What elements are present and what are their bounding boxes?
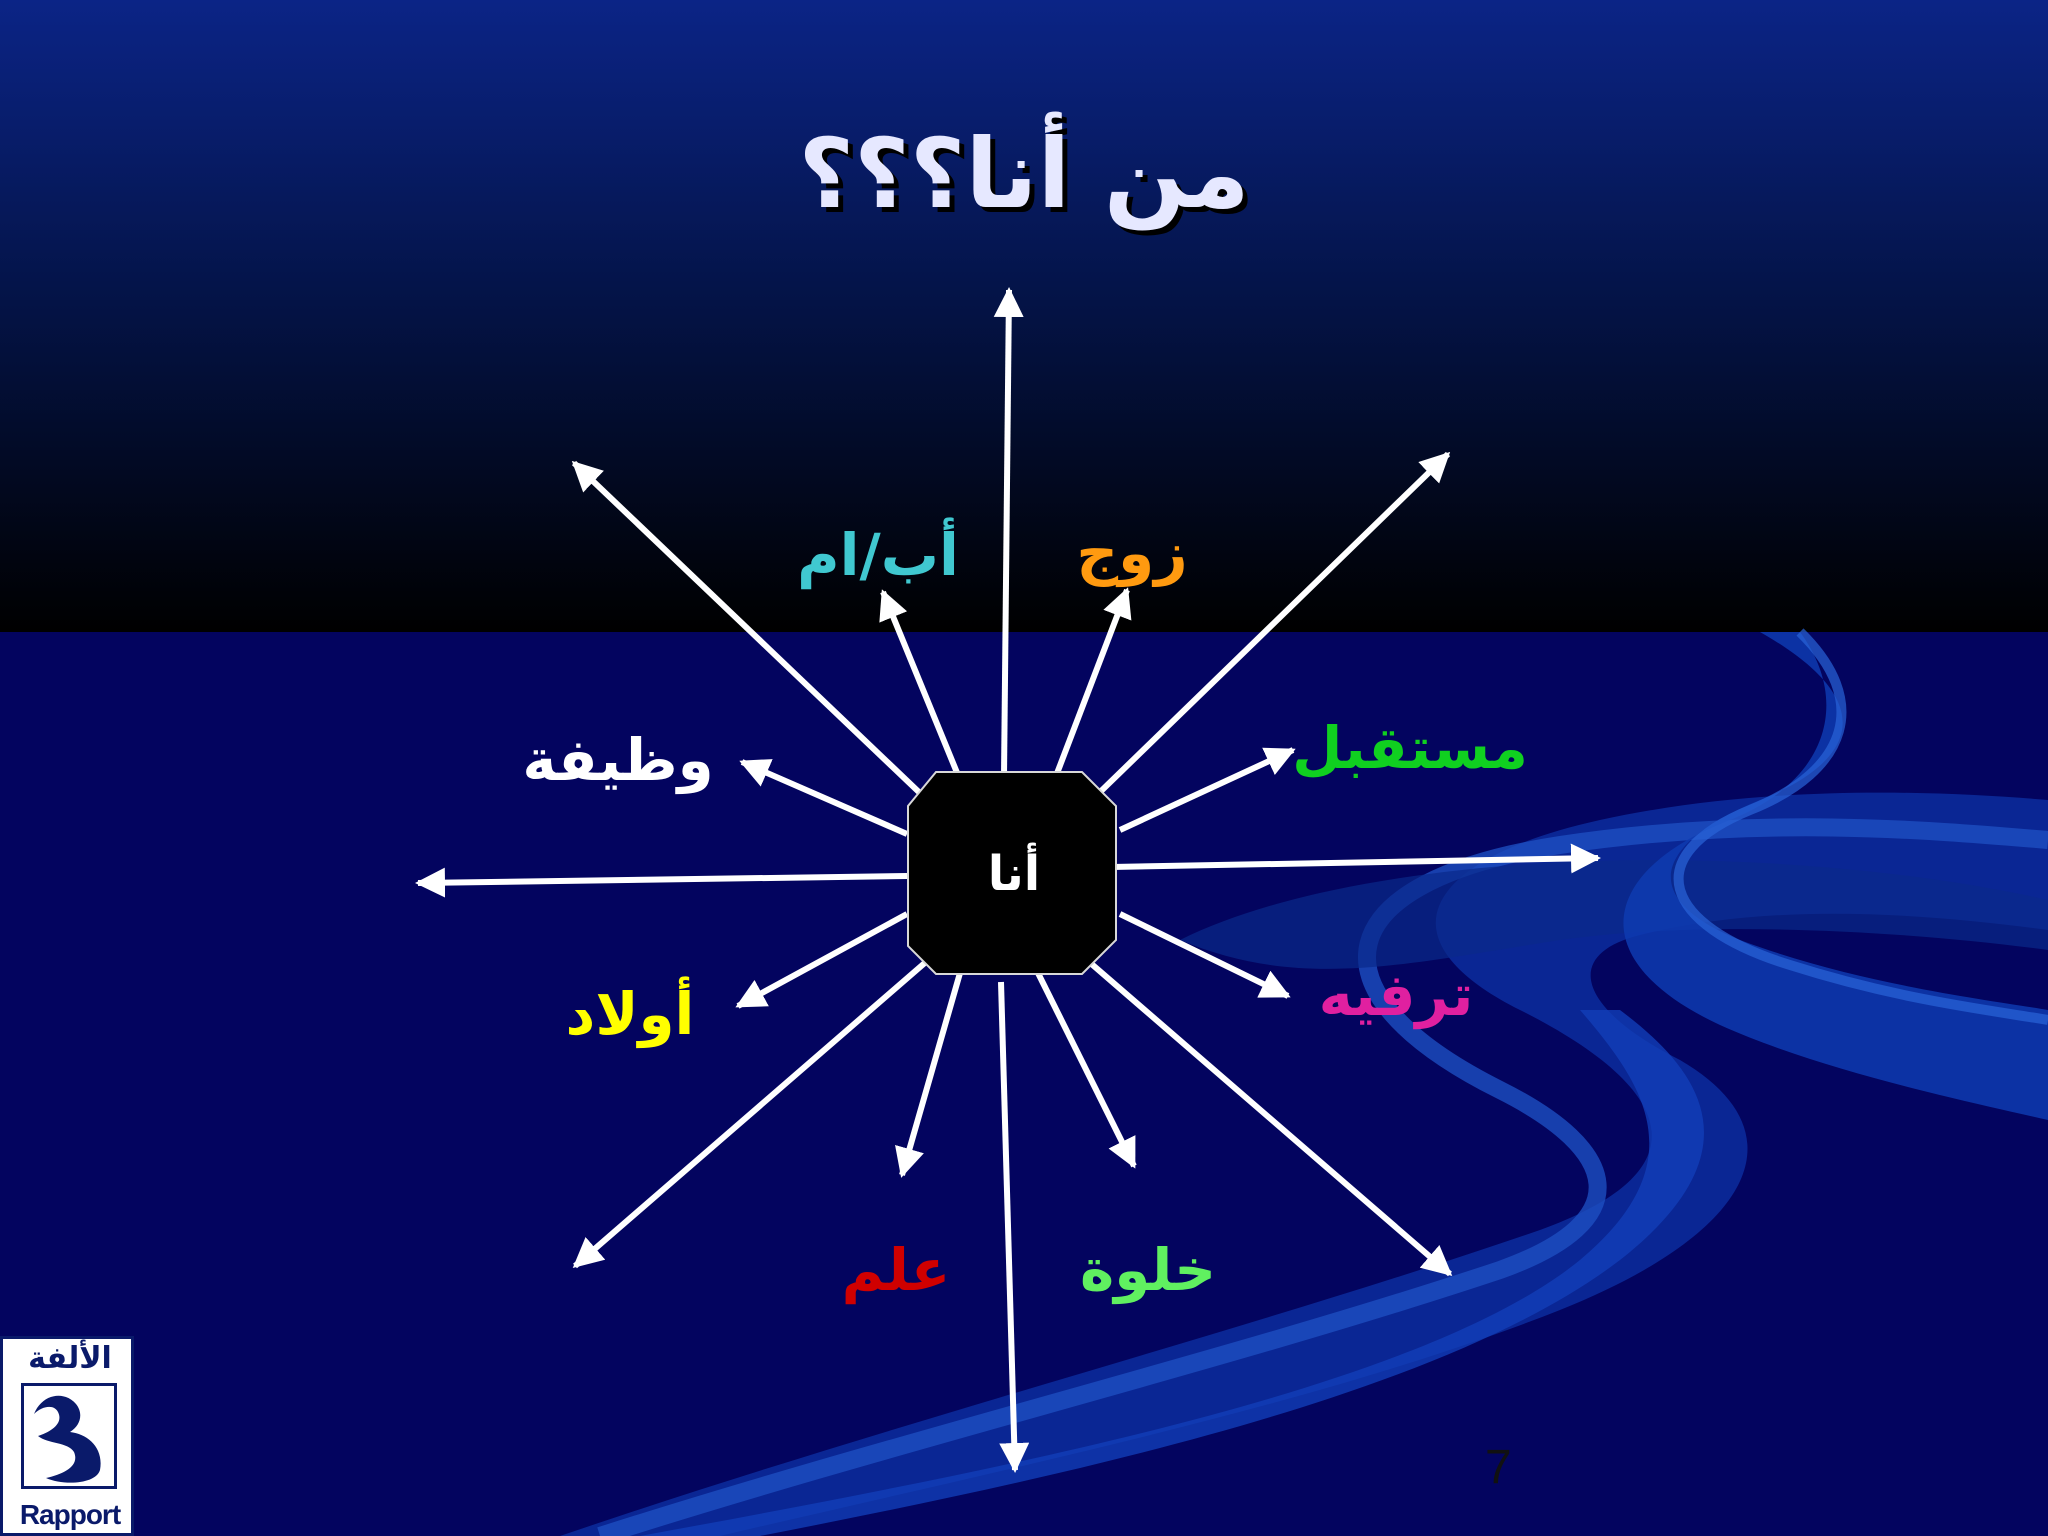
logo-emblem <box>21 1383 117 1489</box>
arrow-to-job <box>739 759 909 837</box>
label-job: وظيفة <box>522 726 714 794</box>
label-entertainment: ترفيه <box>1318 961 1474 1029</box>
slide-title: من أنا؟؟؟ <box>798 118 1250 230</box>
arrow-to-solitude <box>1035 971 1137 1169</box>
arrow-to-spouse <box>1053 587 1132 778</box>
arrow-down <box>998 981 1030 1473</box>
wave-decoration <box>560 628 2048 1536</box>
label-children: أولاد <box>565 980 695 1048</box>
arrow-up-right-long <box>1094 451 1451 798</box>
page-number: 7 <box>1485 1441 1512 1494</box>
label-knowledge: علم <box>841 1236 951 1304</box>
arrow-to-knowledge <box>895 972 963 1178</box>
rapport-logo: الألفة Rapport <box>0 1336 134 1536</box>
arrow-down-right-long <box>1078 951 1453 1277</box>
arrow-up-left-long <box>571 460 925 798</box>
label-solitude: خلوة <box>1079 1236 1217 1304</box>
arrow-up <box>993 287 1024 777</box>
arrow-down-left-long <box>572 945 944 1269</box>
arrow-to-children <box>735 911 909 1009</box>
label-parent: أب/ام <box>797 521 959 589</box>
center-octagon <box>907 771 1117 975</box>
logo-figure-icon <box>34 1395 101 1483</box>
center-label: أنا <box>987 846 1041 902</box>
label-spouse: زوج <box>1076 519 1188 587</box>
arrow-to-entertainment <box>1118 911 1291 999</box>
arrow-to-parent <box>879 589 963 782</box>
arrow-left <box>415 867 908 898</box>
arrow-to-future <box>1118 747 1296 833</box>
logo-arabic-text: الألفة <box>28 1341 112 1376</box>
logo-english-text: Rapport <box>19 1499 121 1530</box>
arrow-right <box>1111 843 1601 874</box>
label-future: مستقبل <box>1292 714 1528 782</box>
